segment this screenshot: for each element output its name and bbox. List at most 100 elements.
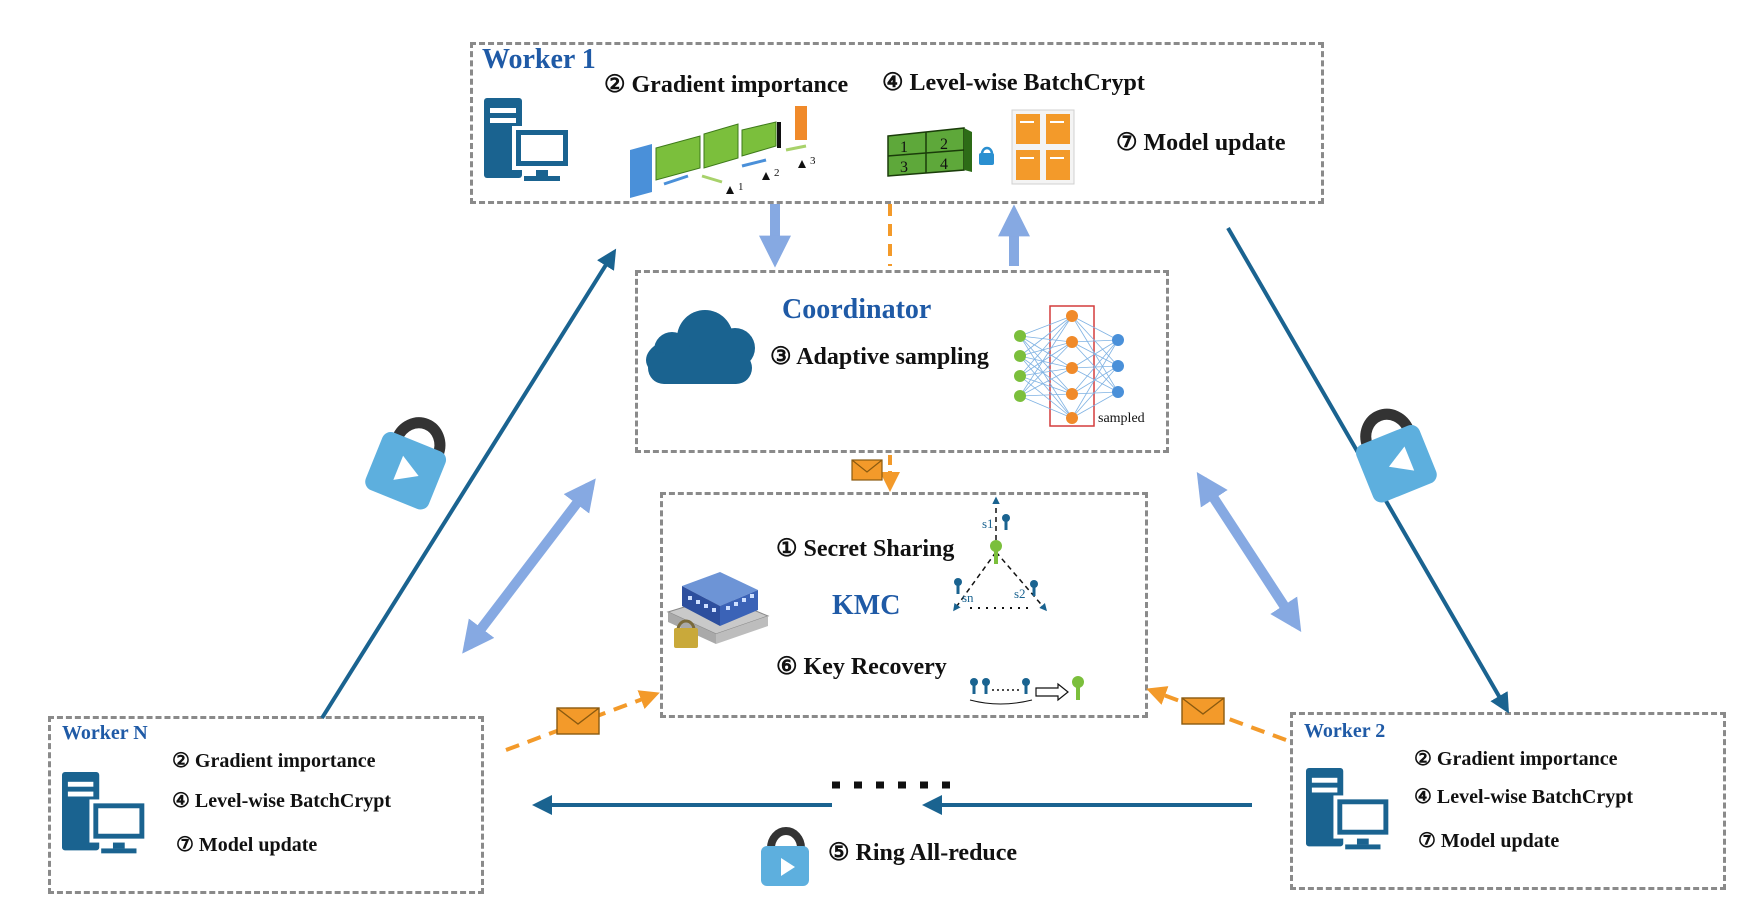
nn-edge <box>1019 393 1073 397</box>
key-icon <box>1030 580 1038 596</box>
key-icon <box>1072 676 1084 700</box>
worker1-step7: ⑦ Model update <box>1116 130 1286 156</box>
arrow-workerN-to-worker1 <box>320 248 617 720</box>
nn-edge <box>1071 315 1119 341</box>
worker2-title: Worker 2 <box>1304 720 1386 742</box>
nn-edge <box>1071 339 1119 369</box>
double-arrow-left <box>462 478 596 654</box>
worker1-box <box>470 42 1324 204</box>
coordinator-title: Coordinator <box>782 294 932 325</box>
nn-edge <box>1019 341 1073 397</box>
nn-edge <box>1071 339 1119 419</box>
computer-icon <box>62 772 149 854</box>
nn-edge <box>1019 367 1073 397</box>
computer-icon <box>484 98 572 181</box>
nn-node <box>1066 362 1078 374</box>
workerN-step4: ④ Level-wise BatchCrypt <box>172 790 392 812</box>
coordinator-step3: ③ Adaptive sampling <box>770 344 989 370</box>
neural-network-icon <box>1014 305 1124 427</box>
key-icon <box>954 578 962 594</box>
nn-node <box>1066 310 1078 322</box>
cloud-icon <box>646 310 755 384</box>
key-recovery-diagram <box>969 676 1084 705</box>
nn-edge <box>1071 391 1119 419</box>
worker1-title: Worker 1 <box>482 44 596 75</box>
nn-edge <box>1019 341 1073 377</box>
nn-edge <box>1019 315 1073 337</box>
key-icon <box>1002 514 1010 530</box>
table-cell: 1 <box>900 139 908 156</box>
nn-node <box>1014 370 1026 382</box>
nn-node <box>1066 412 1078 424</box>
kmc-step6: ⑥ Key Recovery <box>776 654 947 680</box>
kmc-box <box>660 492 1148 718</box>
key-icon <box>982 678 990 694</box>
nn-node <box>1066 388 1078 400</box>
nn-node <box>1014 350 1026 362</box>
key-icon <box>990 540 1002 564</box>
layer-mark: 3 <box>810 155 816 167</box>
coordinator-box <box>635 270 1169 453</box>
envelope-icon <box>556 707 600 735</box>
nn-edge <box>1019 335 1073 369</box>
nn-edge <box>1071 391 1119 395</box>
key-icon <box>970 678 978 694</box>
workerN-step2: ② Gradient importance <box>172 750 376 772</box>
envelope-icon <box>1181 697 1225 725</box>
envelope-icon <box>851 459 883 481</box>
key-icon <box>1022 678 1030 694</box>
nn-edge <box>1019 335 1073 343</box>
computer-icon <box>1306 768 1393 850</box>
padlock-icon <box>1355 408 1437 503</box>
nn-edge <box>1019 367 1073 377</box>
lock-icon <box>979 146 994 165</box>
building-icon <box>666 572 770 648</box>
share-label: s2 <box>1014 586 1026 601</box>
worker1-step2: ② Gradient importance <box>604 72 849 98</box>
table-cell: 3 <box>900 159 908 176</box>
nn-node <box>1112 386 1124 398</box>
nn-edge <box>1019 395 1073 419</box>
kmc-title: KMC <box>832 590 901 621</box>
double-arrow-right <box>1196 471 1302 633</box>
nn-edge <box>1019 335 1073 419</box>
nn-node <box>1066 336 1078 348</box>
nn-node <box>1014 330 1026 342</box>
worker2-step7: ⑦ Model update <box>1418 830 1560 852</box>
kmc-step1: ① Secret Sharing <box>776 536 955 562</box>
workerN-step7: ⑦ Model update <box>176 834 318 856</box>
padlock-icon <box>365 417 447 510</box>
workerN-box <box>48 716 484 894</box>
table-cell: 2 <box>940 136 948 153</box>
nn-edge <box>1019 315 1073 377</box>
padlock-icon <box>761 827 809 886</box>
nn-edge <box>1019 375 1073 395</box>
worker2-step2: ② Gradient importance <box>1414 748 1618 770</box>
nn-edge <box>1019 315 1073 357</box>
nn-edge <box>1071 339 1119 343</box>
share-label: s1 <box>982 516 994 531</box>
sampled-label: sampled <box>1098 411 1145 426</box>
nn-edge <box>1071 365 1119 419</box>
nn-node <box>1112 334 1124 346</box>
worker1-step4: ④ Level-wise BatchCrypt <box>882 70 1145 96</box>
batchcrypt-table-icon <box>887 127 972 177</box>
nn-edge <box>1019 355 1073 369</box>
layer-mark: 2 <box>774 167 780 179</box>
nn-node <box>1014 390 1026 402</box>
nn-edge <box>1071 365 1119 395</box>
table-cell: 4 <box>940 156 948 173</box>
share-label: sn <box>962 590 974 605</box>
documents-icon <box>1011 109 1075 185</box>
worker2-box <box>1290 712 1726 890</box>
nn-edge <box>1019 355 1073 395</box>
secret-sharing-diagram <box>953 496 1047 612</box>
layer-mark: 1 <box>738 181 744 193</box>
nn-edge <box>1019 315 1073 397</box>
workerN-title: Worker N <box>62 722 148 744</box>
nn-node <box>1112 360 1124 372</box>
gradient-layers-icon <box>630 106 807 198</box>
ring-step5: ⑤ Ring All-reduce <box>828 840 1018 866</box>
worker2-step4: ④ Level-wise BatchCrypt <box>1414 786 1634 808</box>
